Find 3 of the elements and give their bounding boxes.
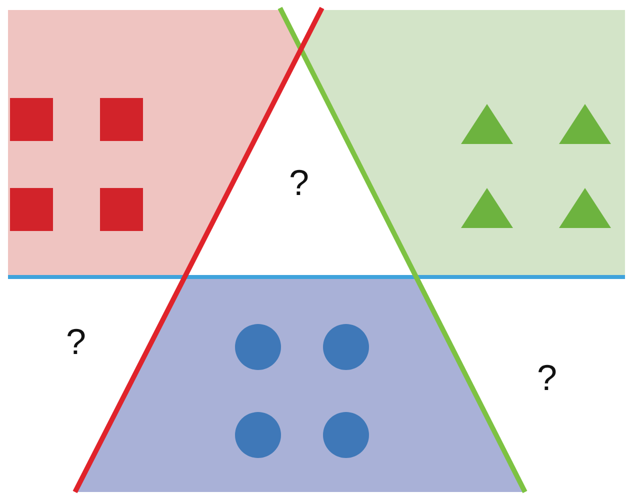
question-mark: ? (537, 358, 558, 398)
question-mark: ? (66, 322, 86, 362)
question-mark: ? (289, 163, 310, 203)
